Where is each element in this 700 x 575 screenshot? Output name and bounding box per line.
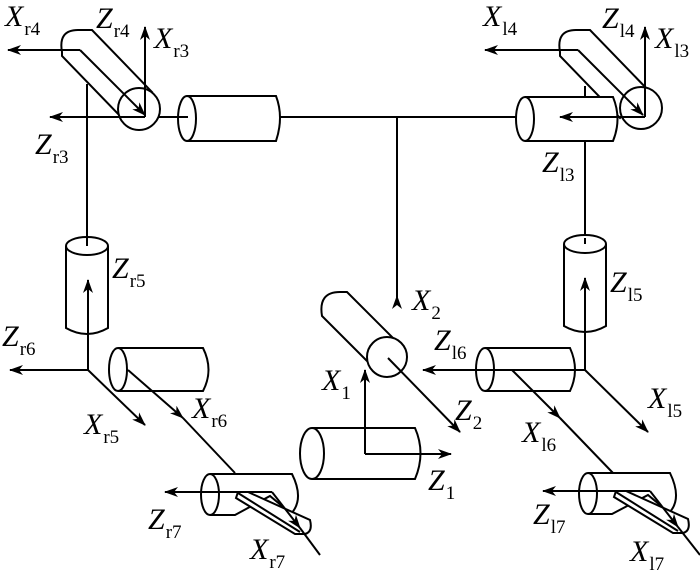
label-Zl6: Zl6 <box>434 324 467 364</box>
right-r6-joint <box>9 347 236 474</box>
label-Xl4: Xl4 <box>483 0 518 40</box>
left-elbow-joint <box>484 26 663 142</box>
Xl6-axis <box>511 369 561 419</box>
label-Xl3: Xl3 <box>655 22 690 62</box>
left-shoulder-cylinder <box>525 96 619 142</box>
label-Zr5: Zr5 <box>112 252 146 292</box>
right-elbow-joint <box>7 26 161 131</box>
label-Xl7: Xl7 <box>630 535 665 575</box>
label-Xl5: Xl5 <box>648 382 683 422</box>
label-Xr7: Xr7 <box>250 533 286 573</box>
Zr4-axis <box>79 49 146 116</box>
label-Zl5: Zl5 <box>610 266 643 306</box>
left-l6-joint <box>422 347 649 474</box>
left-wrist-cylinder <box>563 234 607 370</box>
Xr5-axis <box>87 369 146 426</box>
Xl7-axis <box>649 490 679 528</box>
torso-joint-1 <box>299 369 452 480</box>
right-shoulder-cylinder <box>177 95 281 142</box>
torso-links <box>86 84 586 300</box>
label-Xr3: Xr3 <box>154 22 190 62</box>
Xr7-axis <box>271 491 301 529</box>
torso-joint-2 <box>320 291 461 433</box>
label-Zr6: Zr6 <box>2 320 36 360</box>
left-joint-circle <box>619 86 663 130</box>
right-wrist-cylinder <box>65 236 109 370</box>
label-Z2: Z2 <box>455 394 483 434</box>
label-Xr4: Xr4 <box>5 0 41 40</box>
Xr6-axis <box>127 369 184 419</box>
label-Zl4: Zl4 <box>602 2 635 42</box>
label-Z1: Z1 <box>428 464 456 504</box>
Zl4-axis <box>577 49 644 116</box>
label-Zr4: Zr4 <box>96 2 130 42</box>
label-Xr6: Xr6 <box>192 392 228 432</box>
label-X1: X1 <box>322 364 351 404</box>
left-forearm-link <box>559 417 614 474</box>
label-Xr5: Xr5 <box>84 408 120 448</box>
right-gripper <box>164 473 321 556</box>
left-gripper <box>542 472 700 556</box>
label-Zl3: Zl3 <box>542 146 575 186</box>
Xl5-axis <box>584 369 649 433</box>
label-Xl6: Xl6 <box>522 416 557 456</box>
label-X2: X2 <box>412 284 441 324</box>
label-Zr7: Zr7 <box>148 503 182 543</box>
right-forearm-link <box>182 417 236 474</box>
label-Zr3: Zr3 <box>35 128 69 168</box>
Z2-axis <box>387 357 461 433</box>
label-Zl7: Zl7 <box>533 498 566 538</box>
